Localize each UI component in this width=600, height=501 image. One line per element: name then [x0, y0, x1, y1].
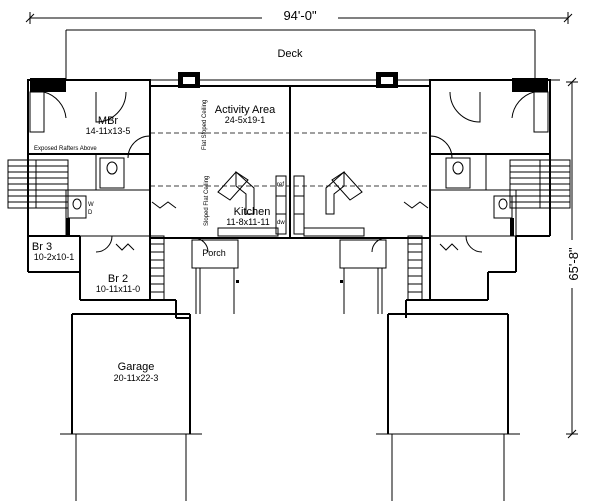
fireplace-right — [376, 72, 398, 88]
dw-label: dw — [277, 220, 285, 226]
closet-top-right — [511, 78, 549, 133]
bath-left — [66, 157, 125, 236]
sloped-flat-ceiling-note: Sloped Flat Ceiling — [204, 176, 210, 226]
porch-left — [191, 239, 239, 314]
kitchen-label: Kitchen — [234, 206, 271, 218]
kitchen-size: 11-8x11-11 — [226, 217, 270, 227]
activity-area-size: 24-5x19-1 — [225, 115, 266, 125]
closet-marks — [115, 201, 459, 251]
mbr-size: 14-11x13-5 — [86, 126, 131, 136]
washer-label: W — [88, 202, 94, 208]
mbr-label: MBr — [98, 115, 119, 127]
closet-top-left — [29, 78, 67, 133]
deck: Deck — [40, 29, 560, 81]
bath-right — [445, 157, 514, 236]
kitchen-right — [293, 170, 365, 237]
kitchen-left — [217, 170, 287, 237]
depth-dimension-label: 65'-8" — [566, 247, 581, 281]
garage-right — [376, 313, 520, 501]
br3-size: 10-2x10-1 — [34, 252, 75, 262]
width-dimension-label: 94'-0" — [283, 8, 317, 23]
deck-label: Deck — [277, 48, 303, 60]
garage-size: 20-11x22-3 — [114, 373, 159, 383]
br3-label: Br 3 — [32, 241, 52, 253]
ref-label: ref — [277, 182, 284, 188]
stair-left-interior — [149, 235, 165, 301]
stair-right-exterior — [509, 159, 571, 209]
garage-left — [60, 313, 202, 501]
depth-dimension: 65'-8" — [560, 77, 582, 439]
activity-area-label: Activity Area — [215, 104, 276, 116]
br2-label: Br 2 — [108, 273, 128, 285]
stair-left-exterior — [7, 159, 69, 209]
porch-label: Porch — [202, 248, 226, 258]
doors — [95, 91, 483, 253]
flat-sloped-ceiling-note: Flat Sloped Ceiling — [202, 100, 208, 150]
exposed-rafters-note: Exposed Rafters Above — [34, 146, 97, 152]
width-dimension: 94'-0" — [25, 8, 573, 24]
fireplace-left — [178, 72, 200, 88]
garage-label: Garage — [118, 361, 155, 373]
porch-right — [339, 239, 387, 314]
br2-size: 10-11x11-0 — [96, 284, 140, 294]
dryer-label: D — [88, 210, 93, 216]
stair-right-interior — [407, 235, 423, 301]
